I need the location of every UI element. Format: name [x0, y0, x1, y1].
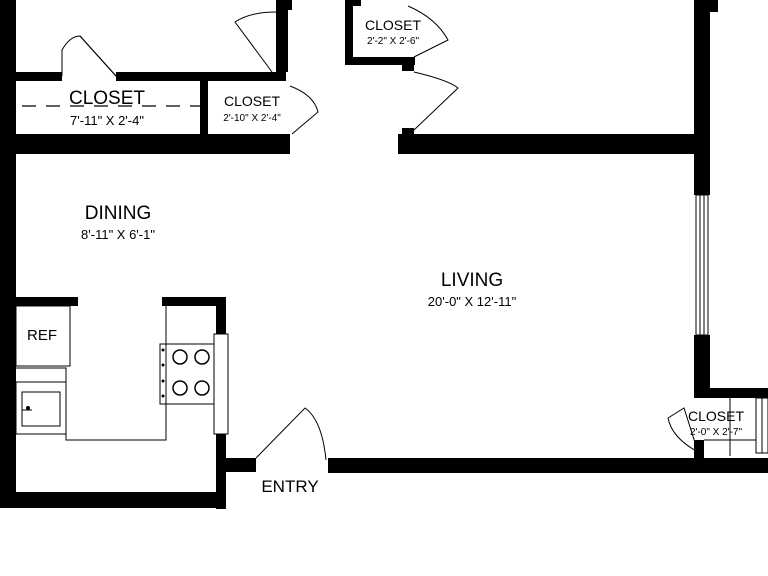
living-dims: 20'-0" X 12'-11"	[428, 294, 517, 309]
closet-mid-name: CLOSET	[224, 93, 280, 109]
closet-left-name: CLOSET	[69, 88, 145, 109]
closet-right-name: CLOSET	[688, 408, 744, 424]
walls	[0, 0, 768, 509]
closet-top-name: CLOSET	[365, 17, 421, 33]
pass-through-counter	[213, 333, 229, 435]
window-right	[695, 194, 709, 336]
living-name: LIVING	[441, 270, 503, 291]
refrigerator	[15, 305, 71, 367]
sink	[15, 381, 67, 435]
closet-top-dims: 2'-2" X 2'-6"	[367, 36, 420, 47]
closet-right-lines	[704, 398, 756, 456]
closet-right-dims: 2'-0" X 2'-7"	[690, 427, 743, 438]
entry-label: ENTRY	[261, 477, 318, 496]
closet-left-dims: 7'-11" X 2'-4"	[70, 113, 144, 128]
doors	[61, 5, 699, 461]
window-small-right	[755, 397, 768, 454]
closet-mid-dims: 2'-10" X 2'-4"	[223, 113, 281, 124]
stove	[159, 343, 215, 405]
dining-dims: 8'-11" X 6'-1"	[81, 227, 155, 242]
ref-label: REF	[27, 327, 57, 344]
dining-name: DINING	[85, 203, 152, 224]
